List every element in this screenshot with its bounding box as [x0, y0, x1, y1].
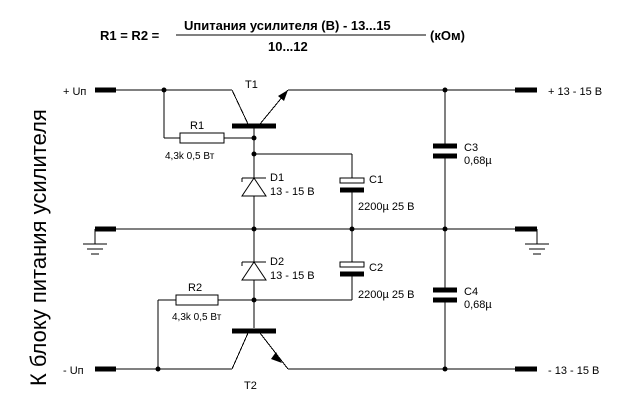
- formula-lhs: R1 = R2 =: [100, 28, 160, 43]
- capacitor-c4: C4 0,68µ: [433, 286, 492, 311]
- capacitor-c3: C3 0,68µ: [433, 142, 492, 167]
- terminal-out-neg: - 13 - 15 В: [515, 365, 599, 377]
- c1-value: 2200µ 25 В: [358, 201, 415, 213]
- junctions: [155, 87, 448, 372]
- c3-value: 0,68µ: [464, 155, 492, 167]
- capacitor-c1: C1 2200µ 25 В: [339, 174, 415, 213]
- junction-dot: [251, 226, 257, 232]
- zener-d1: D1 13 - 15 В: [241, 170, 315, 202]
- junction-dot: [161, 87, 167, 93]
- r1-label: R1: [190, 120, 204, 132]
- t1-emitter-arrow-icon: [278, 90, 288, 101]
- junction-dot: [155, 366, 161, 372]
- formula-unit: (кОм): [430, 28, 465, 43]
- zener-triangle-icon: [241, 177, 267, 197]
- c3-label: C3: [464, 142, 478, 154]
- t2-collector: [231, 332, 249, 370]
- ground-icon: [83, 243, 107, 255]
- r2-value: 4,3k 0,5 Вт: [172, 312, 222, 323]
- zener-triangle-icon: [241, 261, 267, 281]
- terminal-in-neg: - Uп: [63, 365, 116, 377]
- resistor-body: [179, 132, 225, 144]
- terminal-in-pos: + Uп: [63, 86, 116, 98]
- c2-value: 2200µ 25 В: [358, 289, 415, 301]
- ground-icon: [525, 243, 549, 255]
- resistor-body: [175, 294, 219, 306]
- resistor-r2: R2 4,3k 0,5 Вт: [172, 282, 222, 323]
- ground-right: [515, 226, 549, 255]
- junction-dot: [349, 226, 355, 232]
- d2-label: D2: [270, 256, 284, 268]
- t2-emitter-arrow-icon: [271, 352, 282, 363]
- c4-label: C4: [464, 286, 478, 298]
- formula-denominator: 10...12: [268, 39, 308, 54]
- terminal-out-neg-label: - 13 - 15 В: [548, 365, 599, 377]
- terminal-out-pos-label: + 13 - 15 В: [548, 86, 602, 98]
- terminal-in-neg-label: - Uп: [63, 365, 84, 377]
- capacitor-c2: C2 2200µ 25 В: [339, 261, 415, 301]
- formula: R1 = R2 = Uпитания усилителя (В) - 13...…: [100, 18, 465, 54]
- t1-collector: [231, 89, 249, 125]
- junction-dot: [442, 366, 448, 372]
- junction-dot: [251, 151, 257, 157]
- c1-label: C1: [369, 174, 383, 186]
- r2-label: R2: [188, 282, 202, 294]
- junction-dot: [251, 297, 257, 303]
- zener-d2: D2 13 - 15 В: [241, 254, 315, 286]
- t2-label: T2: [244, 380, 257, 392]
- transistor-t2: T2: [231, 328, 289, 392]
- formula-numerator: Uпитания усилителя (В) - 13...15: [184, 18, 391, 33]
- t2-emitter: [259, 332, 289, 370]
- terminal-out-pos: + 13 - 15 В: [515, 86, 602, 98]
- r1-value: 4,3k 0,5 Вт: [165, 151, 215, 162]
- ground-left: [83, 226, 116, 255]
- d1-label: D1: [270, 172, 284, 184]
- side-label: К блоку питания усилителя: [26, 109, 51, 386]
- resistor-r1: R1 4,3k 0,5 Вт: [165, 120, 225, 162]
- wiring: [116, 89, 515, 370]
- cap-positive-plate: [339, 261, 365, 268]
- cap-positive-plate: [339, 177, 365, 184]
- terminal-in-pos-label: + Uп: [63, 86, 86, 98]
- junction-dot: [442, 226, 448, 232]
- t1-label: T1: [245, 79, 258, 91]
- c4-value: 0,68µ: [464, 299, 492, 311]
- junction-dot: [251, 135, 257, 141]
- transistor-t1: T1: [231, 79, 289, 129]
- d2-value: 13 - 15 В: [270, 270, 315, 282]
- c2-label: C2: [369, 262, 383, 274]
- junction-dot: [442, 87, 448, 93]
- d1-value: 13 - 15 В: [270, 186, 315, 198]
